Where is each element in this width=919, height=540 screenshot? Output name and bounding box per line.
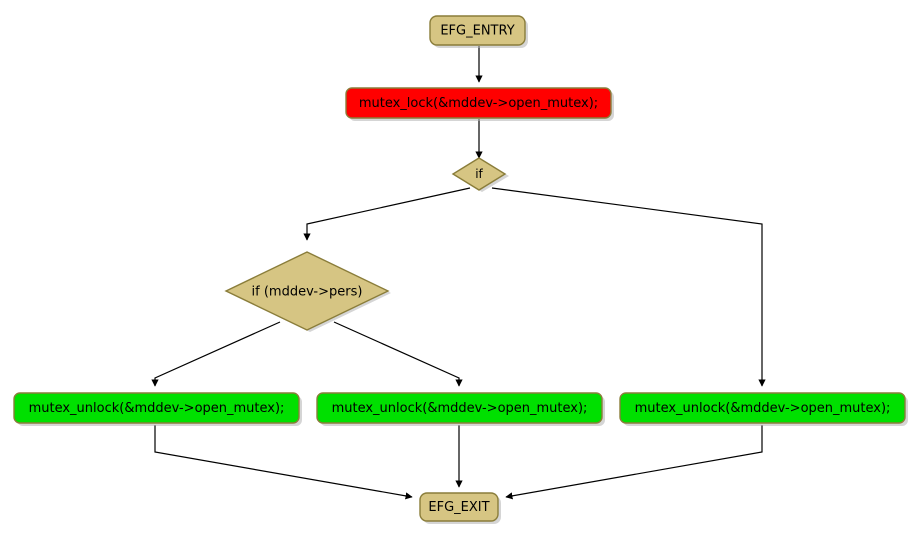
node-mutex-unlock-right-shape[interactable] <box>619 392 906 424</box>
edge-if1-to-if2 <box>303 187 471 241</box>
node-efg-entry[interactable]: EFG_ENTRY <box>429 15 528 48</box>
node-mutex-lock[interactable]: mutex_lock(&mddev->open_mutex); <box>345 87 614 121</box>
edge-unlock-a-to-exit <box>154 425 413 500</box>
node-mutex-unlock-middle[interactable]: mutex_unlock(&mddev->open_mutex); <box>316 392 605 426</box>
node-if-decision-shape[interactable] <box>451 157 507 191</box>
node-mutex-unlock-middle-shape[interactable] <box>316 392 603 424</box>
node-efg-exit[interactable]: EFG_EXIT <box>419 492 501 524</box>
node-mutex-lock-shape[interactable] <box>345 87 612 119</box>
node-if-mddev-pers-shape[interactable] <box>224 251 390 331</box>
node-if-decision[interactable]: if <box>451 157 509 192</box>
edge-layer <box>151 46 766 500</box>
node-if-mddev-pers[interactable]: if (mddev->pers) <box>224 251 391 332</box>
edge-unlock-c-to-exit <box>505 425 763 500</box>
node-efg-entry-shape[interactable] <box>429 15 526 46</box>
node-mutex-unlock-left-shape[interactable] <box>13 392 300 424</box>
node-efg-exit-shape[interactable] <box>419 492 499 522</box>
node-mutex-unlock-right[interactable]: mutex_unlock(&mddev->open_mutex); <box>619 392 908 426</box>
edge-if2-to-unlock-b <box>333 321 463 387</box>
edge-if2-to-unlock-a <box>151 321 281 387</box>
edge-if1-to-unlock-c <box>491 187 766 387</box>
node-mutex-unlock-left[interactable]: mutex_unlock(&mddev->open_mutex); <box>13 392 302 426</box>
